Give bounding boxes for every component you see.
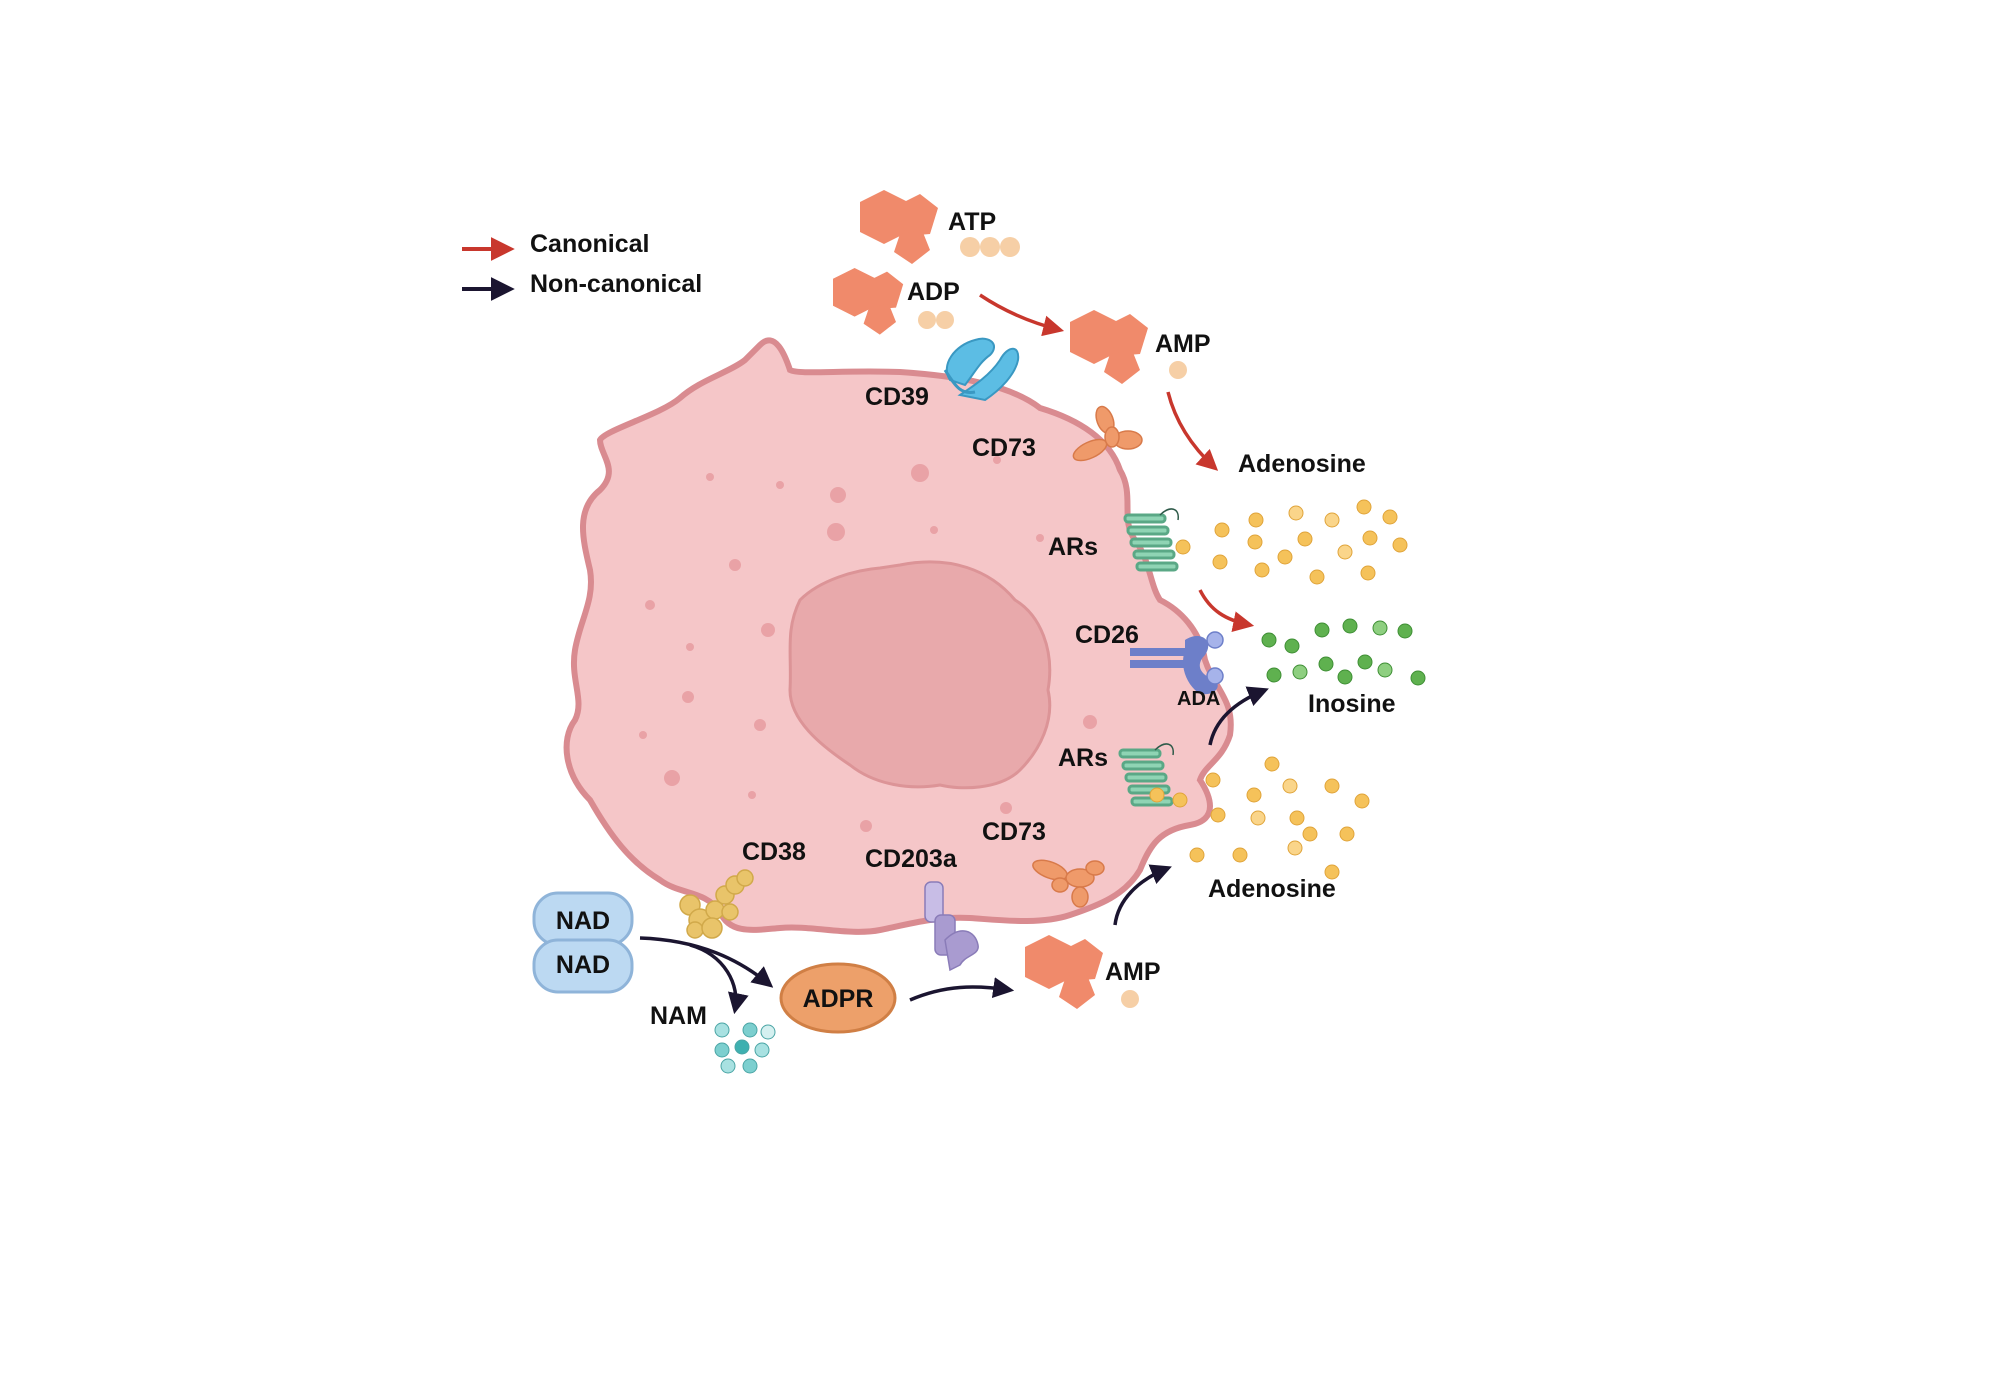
- cd39-label: CD39: [865, 383, 929, 411]
- amp-bottom-molecule: AMP: [1025, 935, 1161, 1009]
- cd203a-label: CD203a: [865, 845, 958, 873]
- adpr-to-amp-arrow: [909, 977, 1015, 1002]
- ada-label: ADA: [1177, 688, 1220, 710]
- adpr-molecule: ADPR: [779, 962, 897, 1034]
- ada-enzyme: [1206, 631, 1224, 685]
- nucleus: [788, 560, 1052, 790]
- cd38-label: CD38: [742, 838, 806, 866]
- cd73-top-enzyme: [1072, 405, 1143, 462]
- cd73-bottom-enzyme: [1032, 859, 1105, 908]
- adpr-label: ADPR: [803, 985, 874, 1013]
- adp-label: ADP: [907, 278, 960, 306]
- adenosine-bottom-cluster: [1149, 756, 1370, 880]
- legend-non-canonical-label: Non-canonical: [530, 270, 702, 298]
- atp-label: ATP: [948, 208, 996, 236]
- nad-1-label: NAD: [556, 907, 610, 935]
- legend-canonical-label: Canonical: [530, 230, 649, 258]
- amp-bottom-label: AMP: [1105, 958, 1161, 986]
- cell: [563, 337, 1234, 935]
- adp-to-amp-arrow: [979, 293, 1065, 337]
- amp-bottom-to-adenosine-arrow: [1113, 864, 1172, 926]
- legend: Canonical Non-canonical: [462, 230, 702, 301]
- ars-top-receptor: [1123, 508, 1179, 572]
- adenosine-to-inosine-arrow: [1198, 589, 1255, 632]
- nad-dimer: NAD NAD: [532, 891, 634, 994]
- adp-molecule: ADP: [833, 268, 960, 335]
- nad-to-adpr-arrow: [639, 936, 774, 988]
- nam-label: NAM: [650, 1002, 707, 1030]
- adenosine-top-cluster: [1175, 499, 1408, 585]
- cd203a-enzyme: [924, 881, 979, 972]
- inosine-cluster: [1261, 618, 1426, 686]
- nad-to-nam-arrow: [689, 943, 749, 1015]
- nad-2-label: NAD: [556, 951, 610, 979]
- adenosine-bottom-label: Adenosine: [1208, 875, 1336, 903]
- amp-top-molecule: AMP: [1070, 310, 1211, 384]
- ars-bottom-label: ARs: [1058, 744, 1108, 772]
- cd73-bottom-label: CD73: [982, 818, 1046, 846]
- amp-top-label: AMP: [1155, 330, 1211, 358]
- cd26-label: CD26: [1075, 621, 1139, 649]
- cytoplasm-granules: [639, 456, 1097, 832]
- atp-molecule: ATP: [860, 190, 1020, 264]
- adenosine-top-label: Adenosine: [1238, 450, 1366, 478]
- cd73-top-label: CD73: [972, 434, 1036, 462]
- nam-cluster: [714, 1022, 776, 1074]
- adenosine-bottom-to-inosine-arrow: [1208, 686, 1269, 746]
- amp-to-adenosine-arrow: [1166, 391, 1219, 471]
- ars-top-label: ARs: [1048, 533, 1098, 561]
- cd39-enzyme: [943, 337, 1020, 402]
- inosine-label: Inosine: [1308, 690, 1396, 718]
- cd38-enzyme: [679, 869, 754, 939]
